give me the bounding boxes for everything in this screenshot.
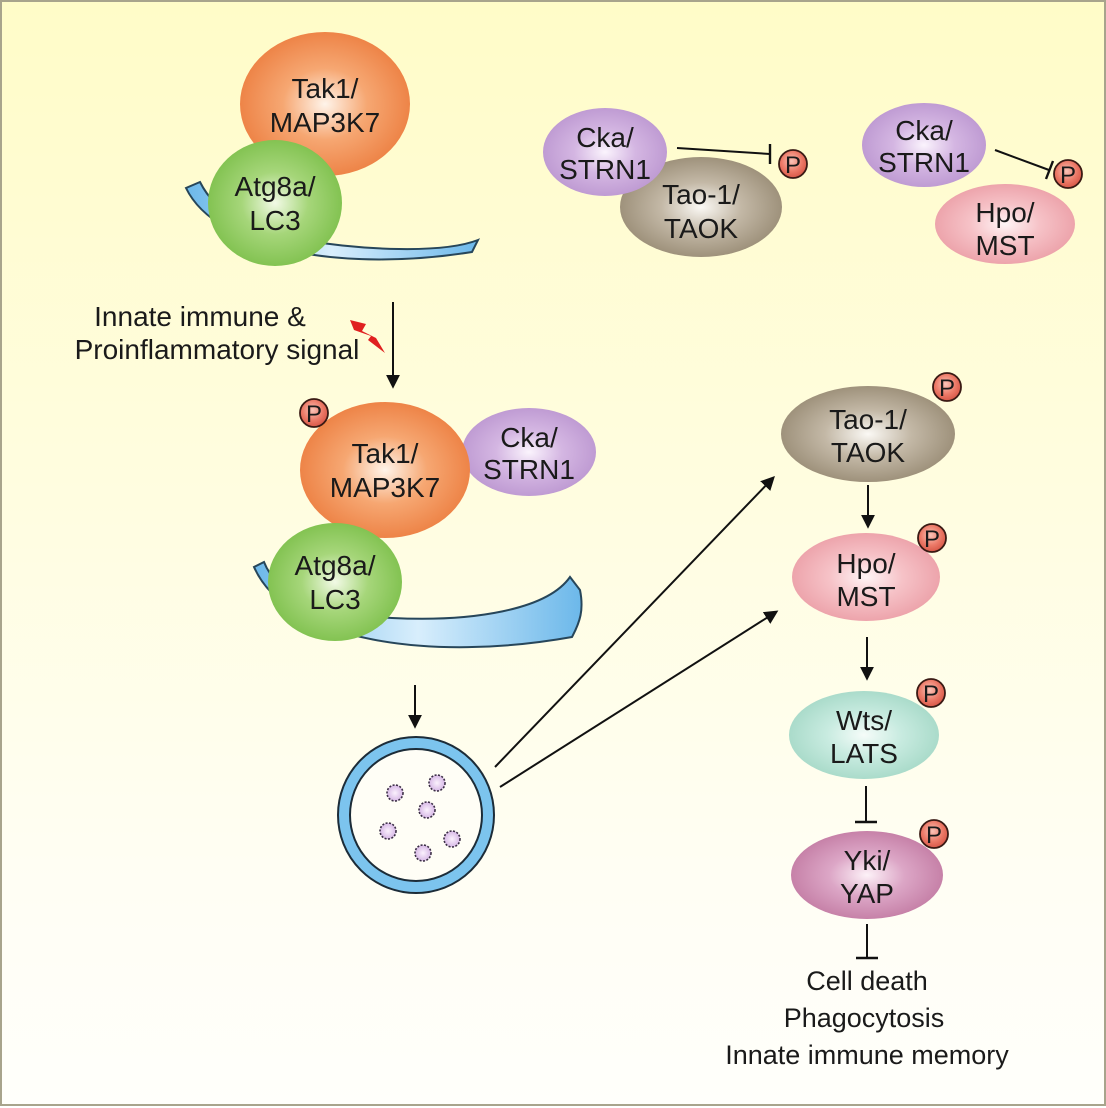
outcome-cell-death: Cell death xyxy=(806,966,928,996)
phospho-badge-hpo-top: P xyxy=(1053,159,1083,189)
cka-node-top-right[interactable]: Cka/ STRN1 xyxy=(862,103,986,187)
inhibition-edge-cka-tao1 xyxy=(676,144,772,164)
tao1-node-top[interactable]: Tao-1/ TAOK xyxy=(620,157,782,257)
atg8a-label-line2: LC3 xyxy=(249,205,300,236)
cargo-dot xyxy=(379,822,397,840)
inhibition-edge-wts-yki xyxy=(855,786,877,824)
yki-label-line1: Yki/ xyxy=(844,845,891,876)
hpo-label-line2: MST xyxy=(975,230,1034,261)
cka-label-line1: Cka/ xyxy=(500,422,558,453)
activation-arrow-to-tao1 xyxy=(494,475,775,768)
cargo-dot xyxy=(418,801,436,819)
phospho-label: P xyxy=(1060,162,1076,189)
tao1-label-line2: TAOK xyxy=(664,213,738,244)
cka-label-line2: STRN1 xyxy=(878,147,970,178)
cka-node-top-middle[interactable]: Cka/ STRN1 xyxy=(543,108,667,196)
atg8a-label-line1: Atg8a/ xyxy=(295,550,376,581)
cka-label-line1: Cka/ xyxy=(576,122,634,153)
activation-arrow-to-hpo xyxy=(499,610,779,788)
tak1-label-line1: Tak1/ xyxy=(292,73,359,104)
phospho-label: P xyxy=(939,375,955,402)
cargo-dot xyxy=(386,784,404,802)
tao1-label-line1: Tao-1/ xyxy=(662,179,740,210)
hpo-label-line2: MST xyxy=(836,581,895,612)
phospho-badge-wts: P xyxy=(916,678,946,708)
phospho-label: P xyxy=(923,681,939,708)
tao1-label-line2: TAOK xyxy=(831,437,905,468)
outcomes-list: Cell death Phagocytosis Innate immune me… xyxy=(725,966,1009,1070)
inhibition-edge-yki-outcomes xyxy=(856,924,878,960)
cascade-node-yki[interactable]: Yki/ YAP xyxy=(791,831,943,919)
signal-label: Innate immune & Proinflammatory signal xyxy=(75,301,360,365)
cargo-dot xyxy=(428,774,446,792)
phospho-label: P xyxy=(926,822,942,849)
tak1-node-activated[interactable]: Tak1/ MAP3K7 xyxy=(300,402,470,538)
cka-label-line2: STRN1 xyxy=(559,154,651,185)
cka-label-line2: STRN1 xyxy=(483,454,575,485)
phospho-label: P xyxy=(924,526,940,553)
wts-label-line2: LATS xyxy=(830,738,898,769)
atg8a-node-activated[interactable]: Atg8a/ LC3 xyxy=(268,523,402,641)
cascade-node-tao1[interactable]: Tao-1/ TAOK xyxy=(781,386,955,482)
wts-label-line1: Wts/ xyxy=(836,705,892,736)
autophagosome xyxy=(337,736,495,894)
hpo-node-top[interactable]: Hpo/ MST xyxy=(935,184,1075,264)
phospho-label: P xyxy=(785,152,801,179)
cascade-node-wts[interactable]: Wts/ LATS xyxy=(789,691,939,779)
cascade-node-hpo[interactable]: Hpo/ MST xyxy=(792,533,940,621)
yki-label-line2: YAP xyxy=(840,878,894,909)
phospho-badge-tao1-top: P xyxy=(778,149,808,179)
cka-label-line1: Cka/ xyxy=(895,115,953,146)
signal-label-line2: Proinflammatory signal xyxy=(75,334,360,365)
tak1-label-line2: MAP3K7 xyxy=(270,107,381,138)
atg8a-label-line1: Atg8a/ xyxy=(235,171,316,202)
phospho-label: P xyxy=(306,401,322,428)
tak1-label-line1: Tak1/ xyxy=(352,438,419,469)
outcome-innate-immune-memory: Innate immune memory xyxy=(725,1040,1009,1070)
phospho-badge-tak1: P xyxy=(299,398,329,428)
signal-label-line1: Innate immune & xyxy=(94,301,306,332)
cargo-dot xyxy=(414,844,432,862)
tak1-label-line2: MAP3K7 xyxy=(330,472,441,503)
hpo-label-line1: Hpo/ xyxy=(836,548,895,579)
phospho-badge-yki: P xyxy=(919,819,949,849)
hpo-label-line1: Hpo/ xyxy=(975,197,1034,228)
phospho-badge-hpo: P xyxy=(917,523,947,553)
atg8a-label-line2: LC3 xyxy=(309,584,360,615)
phospho-badge-tao1: P xyxy=(932,372,962,402)
tao1-label-line1: Tao-1/ xyxy=(829,404,907,435)
lightning-bolt-icon xyxy=(350,320,385,353)
inhibition-edge-cka-hpo xyxy=(994,149,1055,180)
tak1-node-top[interactable]: Tak1/ MAP3K7 xyxy=(240,32,410,176)
outcome-phagocytosis: Phagocytosis xyxy=(784,1003,945,1033)
cargo-dots xyxy=(379,774,461,862)
atg8a-node-top[interactable]: Atg8a/ LC3 xyxy=(208,140,342,266)
cka-node-activated[interactable]: Cka/ STRN1 xyxy=(462,408,596,496)
cargo-dot xyxy=(443,830,461,848)
